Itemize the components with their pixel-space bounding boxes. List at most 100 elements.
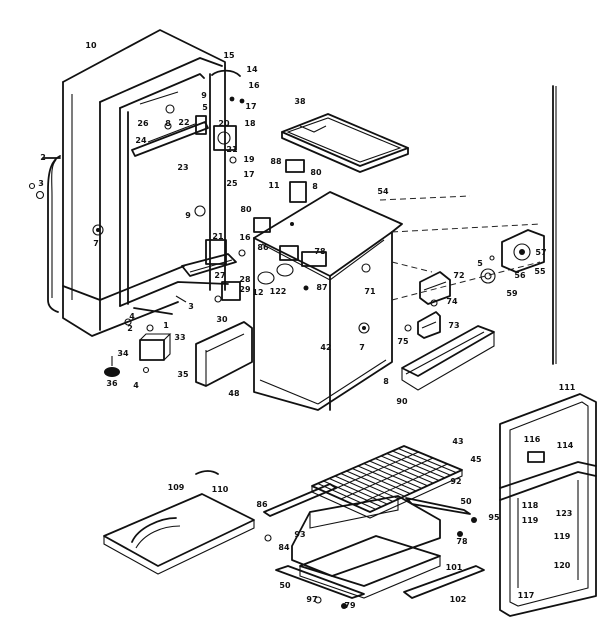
shelf-cross-wire: [340, 457, 434, 500]
callout-90: 90: [396, 397, 408, 406]
callout-17b: 17: [243, 170, 255, 179]
callout-45: 45: [470, 455, 482, 464]
callout-75: 75: [397, 337, 409, 346]
callout-123: 123: [555, 509, 573, 518]
callout-3b: 3: [188, 302, 194, 311]
callout-79: 79: [344, 601, 356, 610]
freezer-liner: [238, 159, 403, 411]
callout-84: 84: [278, 543, 290, 552]
callout-71: 71: [364, 287, 376, 296]
callout-48: 48: [228, 389, 240, 398]
callout-97: 97: [306, 595, 318, 604]
callout-102: 102: [449, 595, 467, 604]
callout-10: 10: [85, 41, 97, 50]
callout-119b: 119: [553, 532, 571, 541]
callout-50: 50: [460, 497, 472, 506]
callout-57: 57: [535, 248, 547, 257]
callout-9: 9: [201, 91, 207, 100]
callout-17: 17: [245, 102, 257, 111]
callout-28: 28: [239, 275, 251, 284]
callout-43: 43: [452, 437, 464, 446]
callout-110: 110: [211, 485, 229, 494]
shelf-cross-wire: [355, 463, 448, 506]
callout-86b: 86: [256, 500, 268, 509]
callout-116: 116: [523, 435, 541, 444]
callout-22: 22: [178, 118, 190, 127]
callout-117: 117: [517, 591, 535, 600]
callout-2b: 2: [127, 324, 133, 333]
callout-111: 111: [558, 383, 576, 392]
callout-19: 19: [243, 155, 255, 164]
front-panel-48: [195, 321, 253, 387]
shelf-cross-wire: [326, 451, 419, 493]
callout-5: 5: [202, 103, 208, 112]
callout-42: 42: [320, 343, 332, 352]
wire-shelf: [311, 445, 463, 519]
callout-4: 4: [129, 312, 135, 321]
callout-95: 95: [488, 513, 500, 522]
callout-109: 109: [167, 483, 185, 492]
top-tray: [281, 113, 409, 173]
fresh-food-door: [499, 393, 597, 617]
callout-27: 27: [214, 271, 226, 280]
callout-30: 30: [216, 315, 228, 324]
callout-72: 72: [453, 271, 465, 280]
callout-87: 87: [316, 283, 328, 292]
callout-74: 74: [446, 297, 458, 306]
callout-8: 8: [165, 119, 171, 128]
callout-7b: 7: [359, 343, 365, 352]
callout-8b: 8: [312, 182, 318, 191]
callout-33: 33: [174, 333, 186, 342]
callout-35: 35: [177, 370, 189, 379]
callout-55: 55: [534, 267, 546, 276]
callout-38: 38: [294, 97, 306, 106]
callout-56: 56: [514, 271, 526, 280]
callout-4b: 4: [133, 381, 139, 390]
right-border-line: [552, 85, 557, 365]
callout-25: 25: [226, 179, 238, 188]
compressor-parts: [104, 333, 172, 377]
callout-18: 18: [244, 119, 256, 128]
callout-114: 114: [556, 441, 574, 450]
callout-122: 122: [269, 287, 287, 296]
callout-15: 15: [223, 51, 235, 60]
callout-73: 73: [448, 321, 460, 330]
callout-8c: 8: [383, 377, 389, 386]
fan-assembly: [480, 229, 545, 284]
callout-78b: 78: [456, 537, 468, 546]
callout-80: 80: [310, 168, 322, 177]
callout-21b: 21: [212, 232, 224, 241]
callout-2: 2: [40, 153, 46, 162]
callout-59: 59: [506, 289, 518, 298]
crisper-rails: [263, 483, 485, 609]
callout-86: 86: [257, 243, 269, 252]
callout-11: 11: [268, 181, 280, 190]
callout-12: 12: [252, 288, 264, 297]
callout-3: 3: [38, 179, 44, 188]
cabinet-shell: [62, 29, 229, 337]
left-seal-strip: [42, 155, 61, 313]
drain-pan: [103, 470, 255, 575]
callout-93: 93: [294, 530, 306, 539]
callout-29: 29: [239, 285, 251, 294]
callout-92: 92: [450, 477, 462, 486]
callout-80b: 80: [240, 205, 252, 214]
callout-101: 101: [445, 563, 463, 572]
callout-120: 120: [553, 561, 571, 570]
control-assemblies: [404, 271, 451, 339]
callout-14: 14: [246, 65, 258, 74]
upper-hinge-rail: [28, 69, 245, 236]
callout-78: 78: [314, 247, 326, 256]
trim-strip-90: [401, 325, 495, 391]
callout-54: 54: [377, 187, 389, 196]
callout-50b: 50: [279, 581, 291, 590]
callout-7: 7: [93, 239, 99, 248]
callout-23: 23: [177, 163, 189, 172]
callout-36: 36: [106, 379, 118, 388]
callout-20: 20: [218, 119, 230, 128]
callout-5b: 5: [477, 259, 483, 268]
exploded-projection-lines: [379, 195, 541, 301]
callout-26: 26: [137, 119, 149, 128]
